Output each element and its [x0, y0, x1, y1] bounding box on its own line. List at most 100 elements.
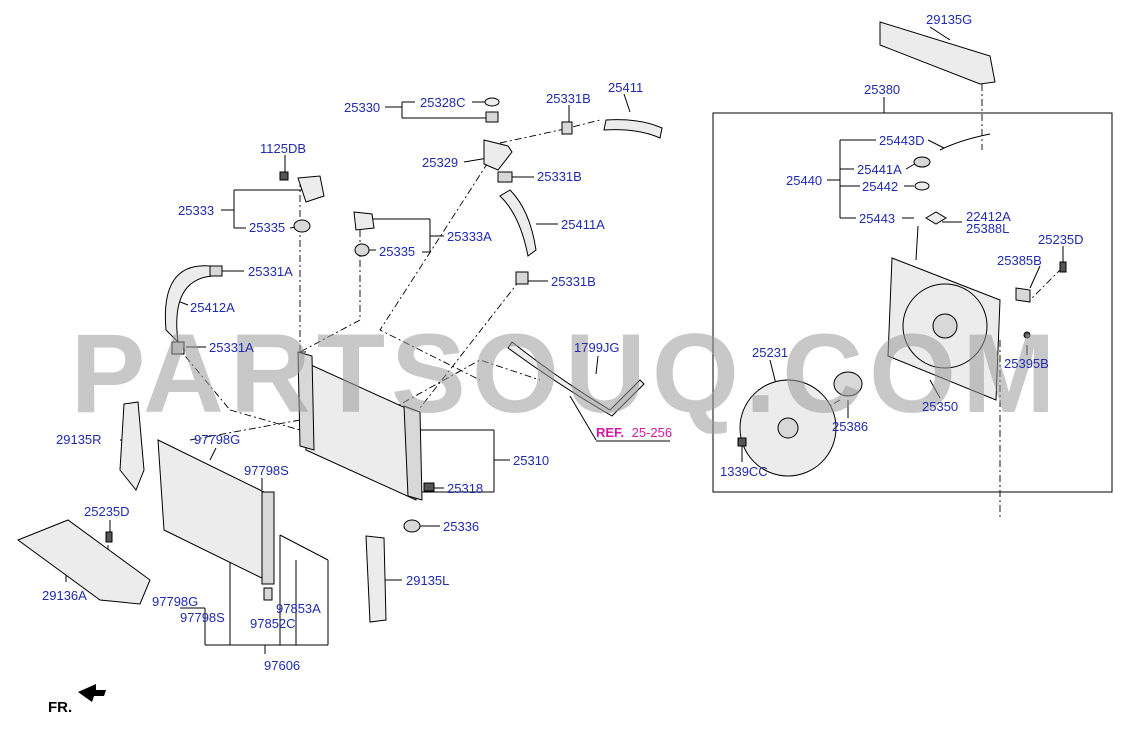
label-25330: 25330 [344, 100, 380, 115]
overflow-hose-shape [507, 341, 645, 417]
clamp-lower-bottom-shape [171, 341, 185, 355]
label-22412a: 22412A [966, 209, 1011, 224]
label-25350: 25350 [922, 399, 958, 414]
label-25331b-mid: 25331B [537, 169, 582, 184]
bracket-left-shape [297, 175, 325, 203]
label-25235d-left: 25235D [84, 504, 130, 519]
label-25380: 25380 [864, 82, 900, 97]
hose-middle-shape [499, 189, 537, 257]
fan-assembly-frame [712, 112, 1113, 493]
front-direction-label: FR. [48, 699, 72, 716]
label-25412a: 25412A [190, 300, 235, 315]
air-guard-left-shape [365, 535, 387, 623]
bolt-lower-shape [105, 531, 113, 543]
label-1125db: 1125DB [260, 141, 306, 156]
label-25385b: 25385B [997, 253, 1042, 268]
label-25441a: 25441A [857, 162, 902, 177]
reference-prefix: REF. [596, 425, 624, 440]
label-25335-mid: 25335 [379, 244, 415, 259]
radiator-tank-left-shape [297, 351, 315, 451]
label-25443d: 25443D [879, 133, 925, 148]
watermark-text: PARTSOUQ.COM [71, 311, 1062, 436]
air-guard-upper-shape [879, 21, 996, 85]
label-25328c: 25328C [420, 95, 466, 110]
drain-plug-shape [423, 482, 435, 492]
label-25333a: 25333A [447, 229, 492, 244]
label-97853a: 97853A [276, 601, 321, 616]
mount-insulator-low-shape [403, 519, 421, 533]
clamp-top-shape [561, 121, 573, 135]
shroud-hub-shape [932, 313, 958, 339]
clip-25395b-shape [1023, 331, 1031, 339]
label-97798g-low: 97798G [152, 594, 198, 609]
label-97798s-top: 97798S [244, 463, 289, 478]
harness-lead-shape [915, 225, 919, 261]
label-25440: 25440 [786, 173, 822, 188]
part-labels: 29135G 25380 25330 25328C 25331B 25411 1… [42, 12, 1084, 673]
label-97798g-top: 97798G [194, 432, 240, 447]
radiator-cap-shape [485, 111, 499, 123]
front-arrow-icon [78, 684, 106, 702]
clamp-mid-shape [497, 171, 513, 183]
receiver-drier-shape [261, 491, 275, 585]
air-guard-lower-shape [16, 519, 151, 605]
label-25231: 25231 [752, 345, 788, 360]
label-25442: 25442 [862, 179, 898, 194]
filler-neck-shape [483, 139, 513, 171]
label-97606: 97606 [264, 658, 300, 673]
label-25331b-top: 25331B [546, 91, 591, 106]
label-29136a: 29136A [42, 588, 87, 603]
label-25329: 25329 [422, 155, 458, 170]
label-25235d-right: 25235D [1038, 232, 1084, 247]
condenser-core-shape [157, 439, 271, 583]
nut-1339cc-shape [737, 437, 747, 447]
fan-motor-shape [833, 371, 863, 397]
label-29135l: 29135L [406, 573, 449, 588]
label-25331b-low: 25331B [551, 274, 596, 289]
label-25310: 25310 [513, 453, 549, 468]
grommet-shape [914, 181, 930, 191]
label-97798s-low: 97798S [180, 610, 225, 625]
reference-number: 25-256 [632, 425, 672, 440]
radiator-tank-right-shape [403, 405, 423, 501]
air-guard-right-shape [119, 401, 145, 491]
label-25336: 25336 [443, 519, 479, 534]
part-shapes [16, 21, 1067, 702]
reference-label[interactable]: REF. 25-256 [596, 424, 672, 441]
mount-insulator-left-shape [293, 219, 311, 233]
resistor-shape [1015, 287, 1031, 303]
label-25333: 25333 [178, 203, 214, 218]
label-29135g: 29135G [926, 12, 972, 27]
label-25331a-top: 25331A [248, 264, 293, 279]
bracket-right-shape [353, 211, 375, 231]
label-29135r: 29135R [56, 432, 102, 447]
label-1339cc: 1339CC [720, 464, 768, 479]
label-1799jg: 1799JG [574, 340, 620, 355]
label-25411: 25411 [608, 80, 643, 95]
label-97852c: 97852C [250, 616, 296, 631]
label-25335-left: 25335 [249, 220, 285, 235]
fan-hub-shape [777, 417, 799, 439]
wiring-harness-shape [939, 133, 991, 151]
leader-lines [65, 26, 1064, 654]
label-25395b: 25395B [1004, 356, 1049, 371]
bolt-25235d-shape [1059, 261, 1067, 273]
tie-22412a-shape [925, 211, 947, 225]
label-25331a-low: 25331A [209, 340, 254, 355]
label-25386: 25386 [832, 419, 868, 434]
cap-gasket-shape [484, 97, 500, 107]
clamp-low-shape [515, 271, 529, 285]
hose-lower-shape [164, 265, 213, 344]
bolt-1125db-shape [279, 171, 289, 181]
label-25411a: 25411A [561, 217, 605, 232]
label-25318: 25318 [447, 481, 483, 496]
connector-shape [913, 156, 931, 168]
clamp-lower-top-shape [209, 265, 223, 277]
drier-cap-shape [263, 587, 273, 601]
mount-insulator-mid-shape [354, 243, 370, 257]
label-25388l: 25388L [966, 221, 1009, 236]
label-25443: 25443 [859, 211, 895, 226]
hose-upper-shape [603, 119, 663, 139]
